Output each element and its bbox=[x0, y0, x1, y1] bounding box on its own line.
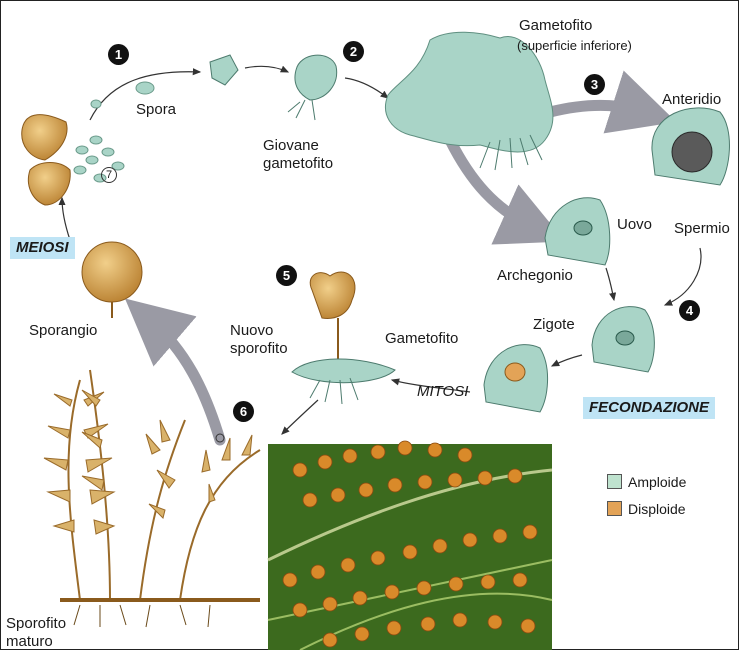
arrow-sperm-to-archegonium bbox=[665, 248, 701, 305]
opening-sporangium bbox=[22, 115, 70, 205]
arrow-archegonium-down bbox=[606, 268, 614, 300]
label-sporangio: Sporangio bbox=[29, 322, 97, 339]
archegonium bbox=[545, 198, 610, 265]
legend-item-disploide: Disploide bbox=[607, 501, 686, 517]
tag-meiosi: MEIOSI bbox=[10, 237, 75, 259]
step-4-badge: 4 bbox=[679, 300, 700, 321]
legend-item-amploide: Amploide bbox=[607, 474, 686, 490]
label-maturo: maturo bbox=[6, 633, 53, 650]
arrow-young-to-gametophyte bbox=[345, 78, 388, 98]
label-gametofito: Gametofito bbox=[519, 17, 592, 34]
step-5-badge: 5 bbox=[276, 265, 297, 286]
label-anteridio: Anteridio bbox=[662, 91, 721, 108]
arrow-to-antheridium bbox=[550, 105, 645, 112]
label-superficie-inferiore: (superficie inferiore) bbox=[517, 37, 632, 54]
germinating-spore bbox=[210, 55, 238, 85]
arrow-germ-to-young bbox=[245, 66, 288, 72]
mature-sporophyte-fern bbox=[44, 370, 260, 627]
new-sporophyte bbox=[292, 272, 395, 404]
label-uovo: Uovo bbox=[617, 216, 652, 233]
label-gametofito-young: gametofito bbox=[263, 155, 333, 172]
young-gametophyte bbox=[288, 55, 337, 120]
sporangium bbox=[82, 242, 142, 318]
step-6-badge: 6 bbox=[233, 401, 254, 422]
label-zigote: Zigote bbox=[533, 316, 575, 333]
arrow-new-to-mature bbox=[282, 400, 318, 434]
tag-fecondazione: FECONDAZIONE bbox=[583, 397, 715, 419]
arrow-fecondation-to-zygote bbox=[552, 355, 582, 366]
spore-count-marker: 7 bbox=[101, 167, 117, 183]
legend-swatch-disploide bbox=[607, 501, 622, 516]
label-sporofito-new: sporofito bbox=[230, 340, 288, 357]
label-mitosi: MITOSI bbox=[417, 383, 468, 400]
frond-underside-photo bbox=[268, 441, 552, 650]
legend-label-amploide: Amploide bbox=[628, 474, 686, 490]
legend-swatch-amploide bbox=[607, 474, 622, 489]
antheridium bbox=[652, 108, 730, 185]
arrow-sporangium-up bbox=[62, 198, 70, 240]
label-nuovo: Nuovo bbox=[230, 322, 273, 339]
fertilisation-archegonium bbox=[592, 307, 654, 372]
spores bbox=[74, 82, 154, 182]
step-2-badge: 2 bbox=[343, 41, 364, 62]
label-archegonio: Archegonio bbox=[497, 267, 573, 284]
zygote-archegonium bbox=[484, 345, 548, 412]
legend-label-disploide: Disploide bbox=[628, 501, 686, 517]
label-spermio: Spermio bbox=[674, 220, 730, 237]
step-1-badge: 1 bbox=[108, 44, 129, 65]
label-giovane: Giovane bbox=[263, 137, 319, 154]
step-3-badge: 3 bbox=[584, 74, 605, 95]
label-sporofito: Sporofito bbox=[6, 615, 66, 632]
arrow-to-archegonium bbox=[450, 140, 535, 228]
label-spora: Spora bbox=[136, 101, 176, 118]
label-gametofito-small: Gametofito bbox=[385, 330, 458, 347]
